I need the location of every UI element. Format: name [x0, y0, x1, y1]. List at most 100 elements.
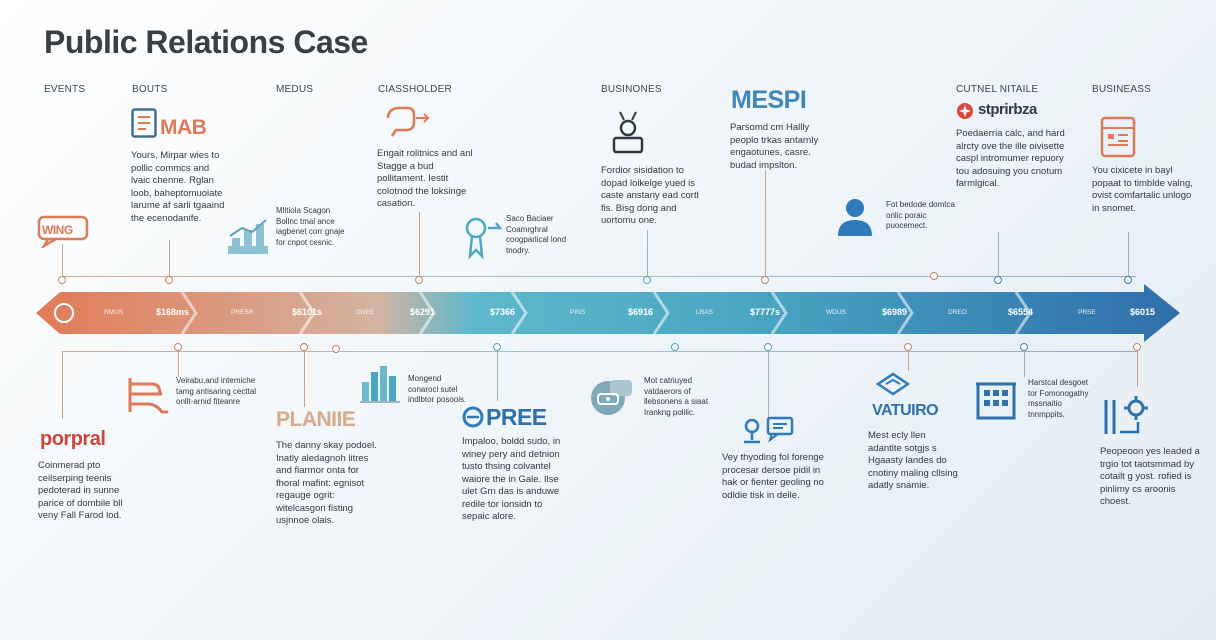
timeline-dot: [1133, 343, 1141, 351]
connector: [998, 232, 999, 276]
segment-value: $6989: [882, 307, 908, 317]
brand-wing: WING: [42, 223, 73, 237]
connector: [1128, 232, 1129, 276]
category-cutnel-nitaile: CUTNEL NITAILE: [956, 84, 1039, 95]
text-block-gear: Peopeoon yes leaded a trgio tot taotsmma…: [1100, 446, 1200, 507]
timeline-dot: [1020, 343, 1028, 351]
segment-label: LRAS: [696, 309, 713, 316]
segment-value: $6015: [1130, 307, 1156, 317]
connector: [647, 230, 648, 276]
award-ribbon-icon: [462, 214, 504, 265]
timeline-dot: [904, 343, 912, 351]
segment-label: DREO: [948, 309, 967, 316]
megaphone-icon: [384, 104, 432, 145]
timeline-dot: [332, 345, 340, 353]
timeline-dot: [300, 343, 308, 351]
timeline-dot: [761, 276, 769, 284]
timeline-arrow: [36, 284, 1180, 347]
segment-label: PINS: [570, 309, 586, 316]
timeline-dot: [764, 343, 772, 351]
text-block-vatuiro: Mest ecly llen adantlte sotgjs s Hgaasty…: [868, 430, 958, 491]
category-busineass: BUSINEASS: [1092, 84, 1152, 95]
timeline-dot: [930, 272, 938, 280]
connector: [62, 244, 63, 276]
chart-icon: [226, 218, 270, 263]
segment-label: DNEE: [356, 309, 375, 316]
text-block-mab: Yours, Mirpar wies to pollic commcs and …: [131, 150, 225, 224]
connector: [304, 351, 305, 407]
connector: [62, 351, 63, 419]
connector: [178, 351, 179, 377]
brand-porpral: porpral: [40, 428, 106, 450]
timeline-dot: [671, 343, 679, 351]
text-block-busineass: You cixicete in bayl popaat to timblde v…: [1092, 165, 1193, 214]
text-block-award: Saco Baciaer Coamrghral coogparlical lon…: [506, 214, 567, 255]
page-title: Public Relations Case: [44, 24, 368, 60]
chat-icon: [588, 374, 636, 425]
connector: [497, 351, 498, 401]
segment-value: $6101s: [292, 307, 323, 317]
connector: [1024, 351, 1025, 377]
pree-logo-icon: [462, 406, 486, 433]
gear-icon: [1102, 394, 1150, 443]
brand-pree: PREE: [486, 404, 547, 430]
segment-value: $6916: [628, 307, 654, 317]
text-block-message: Vey thyoding fol forenge procesar dersoe…: [722, 452, 824, 501]
text-block-cutnel: Poedaerria calc, and hard alrcty ove the…: [956, 128, 1065, 189]
calendar-document-icon: [1100, 114, 1136, 163]
connector: [169, 240, 170, 276]
text-block-strategy: Veirabu,and intemiche tamg antisaring ce…: [176, 376, 257, 406]
text-block-porpral: Coinmerad pto ceilserping teenis pedoter…: [38, 460, 123, 521]
text-block-planiie: The danny skay podoel. Inatly aledagnoh …: [276, 440, 377, 526]
person-desk-icon: [610, 108, 646, 159]
text-block-person: Fot bedode domtca onlic poraic puocemect…: [886, 200, 955, 230]
timeline-dot: [165, 276, 173, 284]
text-block-pree: Impaloo, boldd sudo, in winey pery and d…: [462, 436, 561, 522]
timeline-dot: [493, 343, 501, 351]
timeline-dot: [994, 276, 1002, 284]
category-events: EVENTS: [44, 84, 86, 95]
segment-value: $7777s: [750, 307, 781, 317]
sparkle-icon: [956, 102, 974, 125]
text-block-chat: Mot catriuyed vatdaerors of llebsonens a…: [644, 376, 709, 417]
brand-vatuiro: VATUIRO: [872, 402, 939, 419]
bar-chart-icon: [358, 364, 402, 409]
connector: [765, 170, 766, 276]
segment-label: PRESR: [231, 309, 254, 316]
connector: [908, 351, 909, 371]
bottom-connector-line: [62, 351, 1138, 352]
category-medus: MEDUS: [276, 84, 314, 95]
segment-value: $6291: [410, 307, 436, 317]
segment-value: $168ms: [156, 307, 190, 317]
brand-mespi: MESPI: [731, 86, 807, 114]
timeline-dot: [1124, 276, 1132, 284]
brand-stprirbza: stprirbza: [978, 101, 1037, 118]
strategy-icon: [126, 374, 170, 421]
top-connector-line: [62, 276, 1136, 277]
timeline-dot: [415, 276, 423, 284]
brand-mab: MAB: [160, 116, 207, 139]
segment-label: RMUS: [104, 309, 124, 316]
text-block-mespi: Parsomd cm Hallly peoplo trkas antarnly …: [730, 122, 819, 171]
connector: [419, 212, 420, 276]
location-message-icon: [740, 416, 796, 451]
text-block-building: Harstcal desgoet tor Fomonogathy mssnait…: [1028, 378, 1089, 419]
text-block-ciassholder: Engait rolitnics and anl Stagge a bud po…: [377, 148, 473, 209]
text-block-medus: Mlitiola Scagon Bollnc tmal ance iagbene…: [276, 206, 345, 247]
text-block-buildings: Mongend conarocl sutel indlbtor posoois.: [408, 374, 467, 404]
connector: [1137, 351, 1138, 387]
vatuiro-logo-icon: [875, 372, 911, 401]
brand-planiie: PLANIIE: [276, 408, 356, 431]
category-businones: BUSINONES: [601, 84, 662, 95]
building-icon: [974, 378, 1018, 425]
segment-label: PRSE: [1078, 309, 1096, 316]
category-bouts: BOUTS: [132, 84, 168, 95]
timeline-dot: [58, 276, 66, 284]
category-ciassholder: CIASSHOLDER: [378, 84, 452, 95]
timeline-dot: [643, 276, 651, 284]
segment-value: $6554: [1008, 307, 1034, 317]
connector: [768, 351, 769, 419]
segment-value: $7366: [490, 307, 516, 317]
timeline-dot: [174, 343, 182, 351]
segment-label: WDUS: [826, 309, 846, 316]
